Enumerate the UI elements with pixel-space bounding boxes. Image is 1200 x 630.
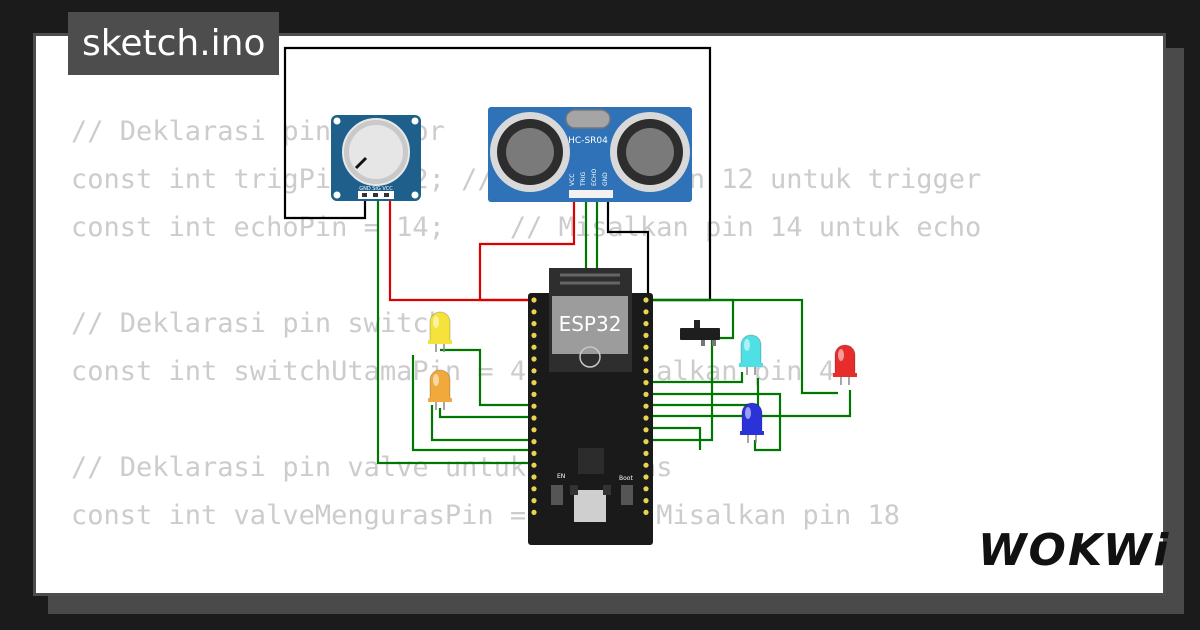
board-pin[interactable]	[643, 415, 649, 421]
led-yellow[interactable]	[428, 311, 452, 352]
wire-green-led-common	[411, 355, 532, 452]
board-pin[interactable]	[643, 368, 649, 374]
wire-black-gnd	[283, 46, 712, 300]
wire-green-orange2	[430, 405, 532, 442]
led-cyan[interactable]	[739, 334, 763, 375]
board-pin[interactable]	[643, 403, 649, 409]
esp32-board[interactable]: ESP32 EN Boot	[528, 268, 653, 545]
board-pin[interactable]	[643, 380, 649, 386]
file-title: sketch.ino	[68, 12, 280, 75]
board-pin[interactable]	[531, 498, 537, 504]
board-label: ESP32	[559, 312, 622, 336]
board-pin[interactable]	[531, 332, 537, 338]
wire-green-red-led	[651, 298, 838, 395]
board-pin[interactable]	[531, 509, 537, 515]
led-blue[interactable]	[740, 402, 764, 443]
board-pin[interactable]	[531, 474, 537, 480]
board-pin[interactable]	[531, 450, 537, 456]
wire-green-yellow	[440, 348, 532, 407]
board-boot-label: Boot	[619, 475, 633, 482]
board-en-label: EN	[557, 473, 565, 480]
board-pin[interactable]	[643, 332, 649, 338]
board-pin[interactable]	[531, 321, 537, 327]
wire-green-orange	[438, 408, 532, 419]
led-orange[interactable]	[428, 369, 452, 410]
sensor-pin-label: TRIG	[580, 171, 587, 187]
ultrasonic-sensor[interactable]: HC-SR04 VCC TRIG ECHO GND	[488, 107, 692, 202]
board-pin[interactable]	[531, 344, 537, 350]
board-pin[interactable]	[531, 297, 537, 303]
sensor-label: HC-SR04	[568, 136, 608, 146]
board-pin[interactable]	[643, 391, 649, 397]
wire-green-pot-sig	[376, 196, 532, 465]
board-pin[interactable]	[643, 450, 649, 456]
board-pin[interactable]	[531, 415, 537, 421]
code-line: const int echoPin = 14; // Misalkan pin …	[71, 212, 982, 243]
wire-green-cyan	[651, 372, 744, 384]
code-line: // Deklarasi pin valve untuk menguras	[71, 452, 673, 483]
board-pin[interactable]	[643, 297, 649, 303]
sensor-pin-label: VCC	[569, 174, 576, 186]
board-pin[interactable]	[531, 486, 537, 492]
wire-green-switch	[651, 298, 735, 442]
leds	[428, 311, 857, 443]
board-pin[interactable]	[531, 462, 537, 468]
wokwi-logo: WOKWi	[978, 525, 1171, 576]
potentiometer[interactable]: GND SIG VCC	[331, 115, 421, 201]
wire-red-pot	[388, 196, 532, 302]
board-pin[interactable]	[643, 486, 649, 492]
board-pin[interactable]	[531, 368, 537, 374]
board-pin[interactable]	[643, 344, 649, 350]
board-pin[interactable]	[643, 309, 649, 315]
wire-green-blue	[651, 392, 782, 452]
sensor-pin-label: ECHO	[591, 169, 598, 186]
slide-switch[interactable]	[680, 320, 720, 346]
board-pin[interactable]	[643, 498, 649, 504]
board-pin[interactable]	[643, 356, 649, 362]
wire-green-red2	[651, 390, 852, 418]
board-pin[interactable]	[643, 321, 649, 327]
board-pin[interactable]	[531, 403, 537, 409]
pot-pin-labels: GND SIG VCC	[359, 186, 393, 192]
code-line: // Deklarasi pin switch	[71, 308, 445, 339]
board-pin[interactable]	[531, 391, 537, 397]
board-pin[interactable]	[531, 380, 537, 386]
board-pin[interactable]	[643, 439, 649, 445]
sensor-pin-label: GND	[602, 172, 609, 186]
board-pin[interactable]	[643, 474, 649, 480]
board-pin[interactable]	[531, 309, 537, 315]
wire-green-blue2	[651, 426, 702, 450]
board-pin[interactable]	[643, 462, 649, 468]
board-pin[interactable]	[643, 427, 649, 433]
board-pin[interactable]	[531, 439, 537, 445]
board-pin[interactable]	[531, 356, 537, 362]
board-pin[interactable]	[531, 427, 537, 433]
board-pin-headers	[531, 297, 649, 515]
led-red[interactable]	[833, 344, 857, 385]
board-pin[interactable]	[643, 509, 649, 515]
